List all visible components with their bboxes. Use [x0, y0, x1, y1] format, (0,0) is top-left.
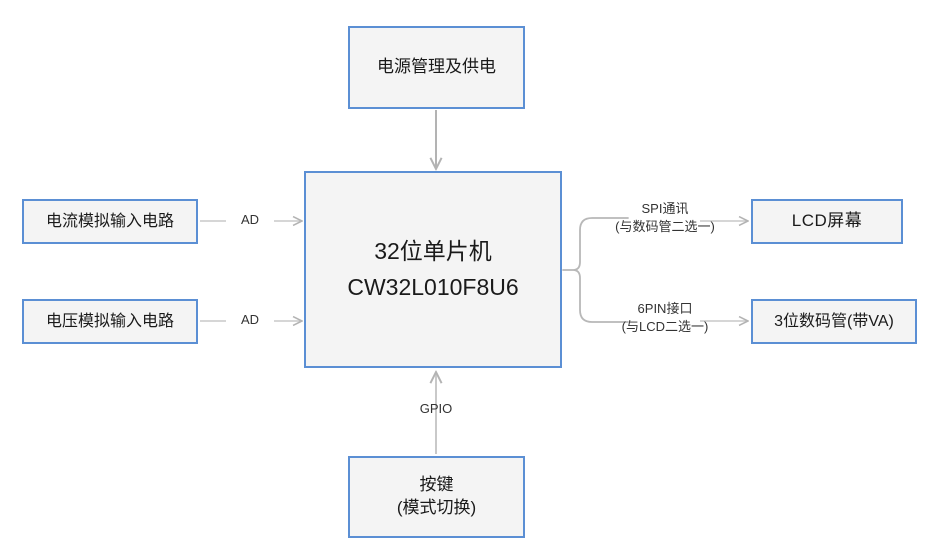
edge-label-current-ad: AD [240, 212, 260, 227]
edge-label-spi-line1: SPI通讯 [641, 201, 689, 216]
node-seven-segment-display[interactable]: 3位数码管(带VA) [751, 299, 917, 344]
node-power-management-label: 电源管理及供电 [377, 57, 496, 77]
edge-label-gpio: GPIO [419, 401, 453, 416]
node-current-analog-input[interactable]: 电流模拟输入电路 [22, 199, 198, 244]
node-lcd-screen-label: LCD屏幕 [791, 211, 863, 231]
edge-label-spi-line2: (与数码管二选一) [615, 218, 715, 234]
node-mcu-label-line1: 32位单片机 [374, 238, 492, 265]
node-key-button-label-line1: 按键 [419, 475, 454, 495]
edge-label-6pin-line2: (与LCD二选一) [621, 318, 709, 334]
edge-label-6pin: 6PIN接口 (与LCD二选一) [590, 300, 740, 335]
edge-label-spi: SPI通讯 (与数码管二选一) [590, 200, 740, 235]
node-key-button[interactable]: 按键 (模式切换) [348, 456, 525, 538]
edge-label-voltage-ad: AD [240, 312, 260, 327]
node-current-analog-input-label: 电流模拟输入电路 [45, 212, 174, 230]
node-mcu-label-line2: CW32L010F8U6 [347, 273, 519, 300]
node-mcu[interactable]: 32位单片机 CW32L010F8U6 [304, 171, 562, 368]
node-power-management[interactable]: 电源管理及供电 [348, 26, 525, 109]
edge-label-6pin-line1: 6PIN接口 [637, 301, 693, 316]
node-voltage-analog-input[interactable]: 电压模拟输入电路 [22, 299, 198, 344]
node-lcd-screen[interactable]: LCD屏幕 [751, 199, 903, 244]
node-voltage-analog-input-label: 电压模拟输入电路 [45, 312, 174, 330]
node-seven-segment-display-label: 3位数码管(带VA) [774, 312, 894, 330]
node-key-button-label-line2: (模式切换) [396, 498, 477, 517]
